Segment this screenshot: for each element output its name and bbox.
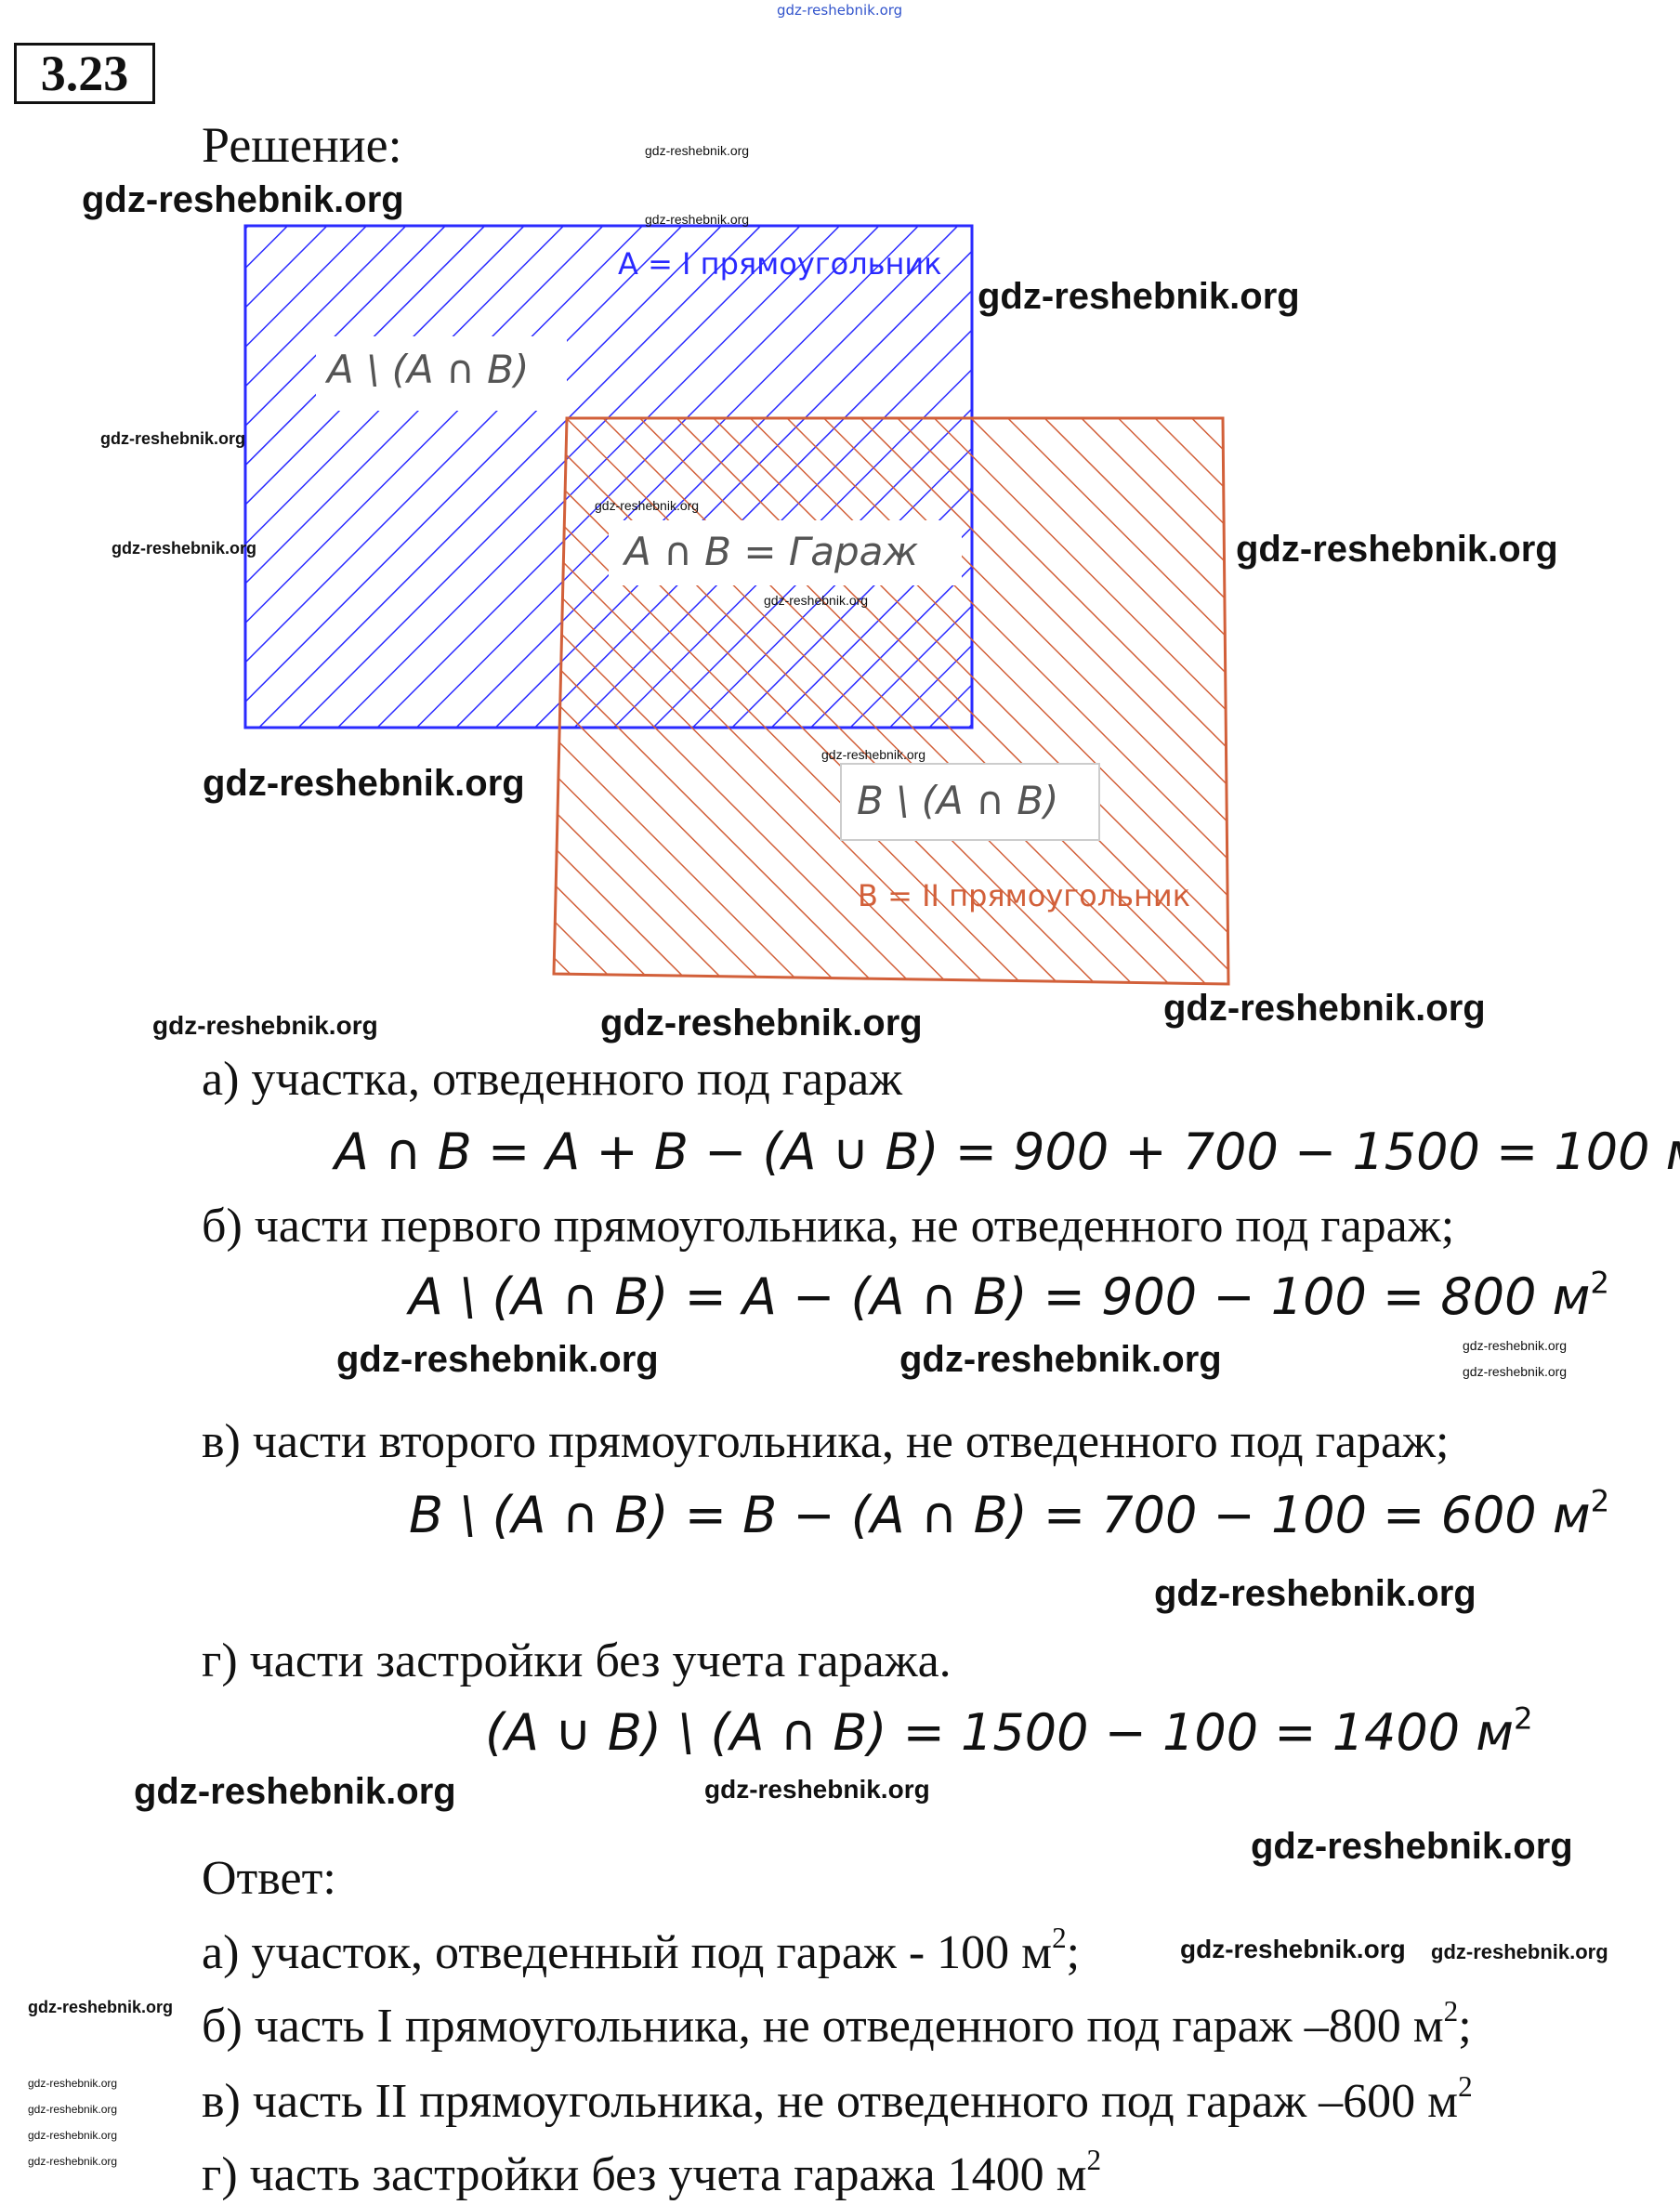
answer-c: в) часть II прямоугольника, не отведенно…: [202, 2072, 1473, 2130]
watermark: gdz-reshebnik.org: [1463, 1338, 1568, 1353]
answer-b: б) часть I прямоугольника, не отведенног…: [202, 1997, 1472, 2054]
label-a-minus: A \ (A ∩ B): [324, 347, 529, 392]
formula: (A ∪ B) \ (A ∩ B) = 1500 − 100 = 1400 м: [485, 1703, 1515, 1762]
watermark: gdz-reshebnik.org: [704, 1775, 930, 1804]
label-intersection: A ∩ B = Гараж: [622, 529, 918, 574]
label-b-minus: B \ (A ∩ B): [857, 778, 1058, 823]
step-b-formula: A \ (A ∩ B) = A − (A ∩ B) = 900 − 100 = …: [409, 1267, 1609, 1327]
label-a: A = I прямоугольник: [618, 246, 942, 282]
watermark: gdz-reshebnik.org: [595, 498, 700, 513]
answer-text: а) участок, отведенный под гараж - 100 м: [202, 1926, 1053, 1979]
exponent: 2: [1052, 1922, 1067, 1955]
watermark: gdz-reshebnik.org: [134, 1771, 456, 1812]
watermark: gdz-reshebnik.org: [152, 1011, 378, 1040]
exponent: 2: [1086, 2144, 1102, 2177]
watermark: gdz-reshebnik.org: [1463, 1364, 1568, 1379]
watermark: gdz-reshebnik.org: [28, 2155, 118, 2168]
watermark: gdz-reshebnik.org: [82, 179, 404, 220]
answer-text: в) часть II прямоугольника, не отведенно…: [202, 2075, 1459, 2128]
exponent: 2: [1458, 2070, 1473, 2104]
watermark: gdz-reshebnik.org: [203, 763, 525, 804]
watermark: gdz-reshebnik.org: [1154, 1573, 1477, 1614]
answer-a: а) участок, отведенный под гараж - 100 м…: [202, 1922, 1081, 1981]
step-c-formula: B \ (A ∩ B) = B − (A ∩ B) = 700 − 100 = …: [409, 1486, 1609, 1545]
watermark: gdz-reshebnik.org: [1431, 1940, 1608, 1963]
watermark: gdz-reshebnik.org: [821, 747, 926, 762]
step-d-formula: (A ∪ B) \ (A ∩ B) = 1500 − 100 = 1400 м2: [485, 1703, 1533, 1763]
exponent: 2: [1443, 1995, 1459, 2028]
exponent: 2: [1590, 1483, 1610, 1519]
watermark: gdz-reshebnik.org: [1180, 1935, 1406, 1963]
watermark: gdz-reshebnik.org: [645, 143, 750, 158]
label-b: B = II прямоугольник: [858, 878, 1190, 913]
watermark: gdz-reshebnik.org: [1163, 988, 1486, 1029]
watermark: gdz-reshebnik.org: [28, 2129, 118, 2142]
answer-text: б) часть I прямоугольника, не отведенног…: [202, 2000, 1444, 2053]
label-bg-a-minus: [316, 336, 567, 411]
watermark: gdz-reshebnik.org: [112, 539, 257, 558]
watermark: gdz-reshebnik.org: [978, 276, 1300, 317]
problem-number: 3.23: [14, 43, 155, 104]
watermark: gdz-reshebnik.org: [645, 212, 750, 227]
step-d-text: г) части застройки без учета гаража.: [202, 1634, 952, 1687]
answer-heading: Ответ:: [202, 1852, 336, 1905]
venn-diagram: A = I прямоугольник B = II прямоугольник…: [243, 224, 1230, 986]
watermark: gdz-reshebnik.org: [600, 1003, 923, 1043]
formula: B \ (A ∩ B) = B − (A ∩ B) = 700 − 100 = …: [409, 1486, 1591, 1544]
watermark: gdz-reshebnik.org: [28, 2103, 118, 2116]
watermark: gdz-reshebnik.org: [28, 1998, 174, 2016]
watermark: gdz-reshebnik.org: [764, 593, 869, 608]
watermark: gdz-reshebnik.org: [28, 2077, 118, 2090]
label-bg-b-minus: [840, 763, 1100, 841]
watermark: gdz-reshebnik.org: [1251, 1826, 1573, 1867]
step-c-text: в) части второго прямоугольника, не отве…: [202, 1415, 1450, 1468]
step-b-text: б) части первого прямоугольника, не отве…: [202, 1200, 1455, 1253]
watermark: gdz-reshebnik.org: [899, 1339, 1222, 1380]
exponent: 2: [1514, 1700, 1533, 1737]
watermark: gdz-reshebnik.org: [100, 429, 246, 448]
step-a-text: а) участка, отведенного под гараж: [202, 1053, 903, 1106]
answer-text: г) часть застройки без учета гаража 1400…: [202, 2148, 1087, 2201]
step-a-formula: A ∩ B = A + B − (A ∪ B) = 900 + 700 − 15…: [335, 1122, 1680, 1182]
solution-heading: Решение:: [202, 117, 402, 173]
formula: A ∩ B = A + B − (A ∪ B) = 900 + 700 − 15…: [335, 1122, 1680, 1181]
formula: A \ (A ∩ B) = A − (A ∩ B) = 900 − 100 = …: [409, 1267, 1591, 1326]
answer-d: г) часть застройки без учета гаража 1400…: [202, 2144, 1102, 2203]
watermark: gdz-reshebnik.org: [1236, 529, 1558, 570]
watermark: gdz-reshebnik.org: [336, 1339, 659, 1380]
answer-tail: ;: [1458, 2000, 1472, 2053]
watermark-top: gdz-reshebnik.org: [777, 2, 903, 19]
answer-tail: ;: [1066, 1926, 1081, 1979]
label-bg-intersection: [609, 520, 962, 585]
exponent: 2: [1590, 1265, 1609, 1301]
